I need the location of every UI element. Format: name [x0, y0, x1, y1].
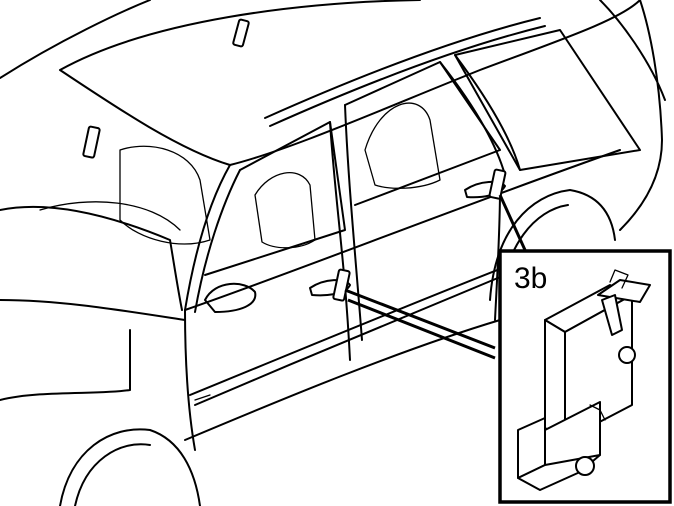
front-wheel-arch — [59, 428, 201, 506]
hood — [0, 205, 186, 321]
sensor-roof — [232, 18, 250, 48]
dashboard-seat — [39, 145, 211, 245]
enlarged-sensor — [517, 269, 651, 491]
front-window — [204, 121, 346, 276]
rear-seat — [364, 102, 441, 189]
quarter-window — [454, 29, 641, 171]
rear-window — [344, 61, 501, 206]
roof-outline — [0, 0, 641, 166]
rear-door-handle — [464, 180, 506, 199]
b-pillar — [329, 104, 363, 361]
sensor-a-pillar — [82, 125, 101, 159]
a-pillar — [184, 164, 241, 313]
sensor-c-pillar — [488, 168, 507, 200]
door-lower — [184, 319, 501, 441]
front-fender — [0, 329, 131, 401]
sensor-b-pillar — [332, 268, 351, 302]
front-seat — [254, 172, 316, 249]
callout-box-3b: 3b — [498, 249, 672, 504]
leader-lines — [344, 194, 527, 360]
roof-rail — [264, 17, 546, 127]
rear-quarter — [599, 0, 666, 231]
front-door-handle — [309, 279, 351, 297]
c-pillar — [439, 54, 521, 176]
body-crease — [189, 264, 511, 406]
side-marker — [194, 394, 211, 401]
callout-label: 3b — [514, 262, 547, 295]
side-mirror — [204, 282, 257, 313]
front-door-edge — [184, 309, 196, 451]
door-beltline — [184, 149, 621, 311]
